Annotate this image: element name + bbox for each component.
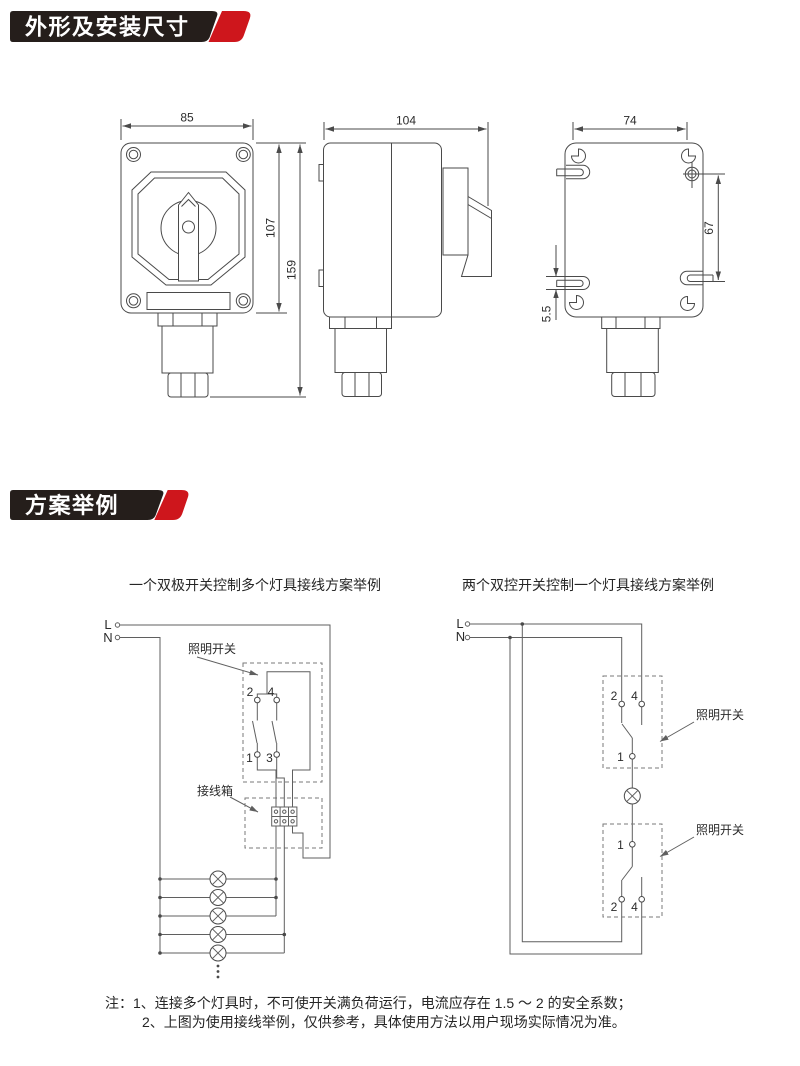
side-view-drawing: 104 [318,114,492,397]
side-hinge-lug-top [318,164,324,182]
left-N-terminal [114,634,121,641]
terminal-1-label: 1 [617,750,624,764]
lamp-symbol [209,926,227,943]
left-lamp-rows [158,870,287,962]
lamp-symbol [623,787,641,805]
terminal-4-label: 4 [268,685,275,699]
side-body-outline [323,142,442,318]
banner-black-shape [10,11,218,42]
side-hinge-lug-bottom [318,269,324,287]
front-dim-total-height-label: 159 [285,260,299,280]
back-cable-gland [601,316,661,397]
terminal-4 [638,896,646,903]
right-wiring-scheme: L N 照明开关 2 4 1 [456,616,744,955]
front-screw-holes [126,147,251,309]
front-view-drawing: 85 [120,111,306,398]
left-junction-label: 接线箱 [197,783,233,798]
back-dim-width-label: 74 [623,114,637,128]
left-terminal-block [271,806,298,827]
side-cable-gland [329,316,392,397]
back-dim-hole-spacing-label: 67 [702,221,716,235]
terminal-2-label: 2 [247,685,254,699]
back-dim-edge-offset-label: 5.5 [540,305,554,322]
knob-handle [178,191,199,282]
right-switch2-internals: 1 2 4 [611,838,646,914]
note-line-2: 2、上图为使用接线举例，仅供参考，具体使用方法以用户现场实际情况为准。 [142,1014,626,1030]
terminal-4 [638,700,646,708]
side-dim-width: 104 [323,114,489,206]
right-neutral-label: N [456,629,465,644]
left-L-terminal [114,622,121,628]
banner-red-shape [154,490,189,520]
front-dim-inner-height-label: 107 [264,218,278,238]
right-switch1-box [602,675,663,769]
side-handle [442,167,492,277]
right-switch1-label: 照明开关 [696,708,744,722]
ellipsis-more-lamps [216,964,220,979]
left-junction-box [244,797,323,849]
front-recessed-panel [131,171,246,286]
terminal-4 [273,696,281,704]
left-wiring-scheme: L N 照明开关 2 4 1 [103,617,331,979]
note-line-1: 注：1、连接多个灯具时，不可使开关满负荷运行，电流应存在 1.5 ～ 2 的安全… [105,995,632,1012]
lamp-symbol [209,870,227,888]
back-view-drawing: 74 67 [540,114,725,397]
left-neutral-label: N [103,630,112,645]
back-dim-edge-offset: 5.5 [540,245,566,322]
back-dim-width: 74 [572,114,688,140]
terminal-1 [253,751,261,758]
front-dim-width: 85 [120,111,254,140]
back-body-outline [564,142,704,318]
left-line-label: L [104,617,111,632]
front-name-plate [146,292,231,310]
back-mounting-slots [556,164,714,290]
terminal-1 [629,841,636,848]
terminal-2 [618,700,626,708]
right-switch1-internals: 2 4 1 [611,689,646,764]
terminal-2 [253,696,261,704]
back-screw-hole [683,162,701,188]
right-line-label: L [456,616,463,631]
section-banner-dimensions: 外形及安装尺寸 [10,11,251,42]
section-banner-schemes: 方案举例 [10,490,189,520]
front-dim-width-label: 85 [180,111,194,125]
right-N-terminal [464,634,471,641]
back-dim-hole-spacing: 67 [690,173,725,282]
section-title-dimensions: 外形及安装尺寸 [25,15,190,40]
terminal-1-label: 1 [617,838,624,852]
terminal-3-label: 3 [266,751,273,765]
right-L-terminal [464,621,471,627]
terminal-2 [618,896,626,903]
terminal-1-label: 1 [246,751,253,765]
terminal-2-label: 2 [611,900,618,914]
front-rotary-knob [160,191,217,282]
terminal-4-label: 4 [631,900,638,914]
front-dim-heights: 107 159 [210,142,306,398]
right-switch2-box [602,823,663,918]
banner-red-shape [208,11,251,42]
right-switch2-label: 照明开关 [696,823,744,837]
section-title-schemes: 方案举例 [25,493,119,518]
terminal-4-label: 4 [631,689,638,703]
left-switch-label: 照明开关 [188,642,236,656]
terminal-1 [629,753,636,760]
lamp-symbol [209,907,227,925]
notes-block: 注：1、连接多个灯具时，不可使开关满负荷运行，电流应存在 1.5 ～ 2 的安全… [105,995,632,1030]
lamp-symbol [209,944,227,962]
terminal-2-label: 2 [611,689,618,703]
terminal-3 [273,751,281,758]
side-dim-width-label: 104 [396,114,416,128]
left-scheme-title: 一个双极开关控制多个灯具接线方案举例 [129,577,381,593]
lamp-symbol [209,889,227,906]
left-switch-internals: 2 4 1 3 [246,671,311,807]
left-switch-box [242,662,323,783]
right-scheme-title: 两个双控开关控制一个灯具接线方案举例 [462,577,714,593]
banner-black-shape [10,490,164,520]
back-corner-keyholes [568,148,697,311]
front-cable-gland [157,312,218,398]
